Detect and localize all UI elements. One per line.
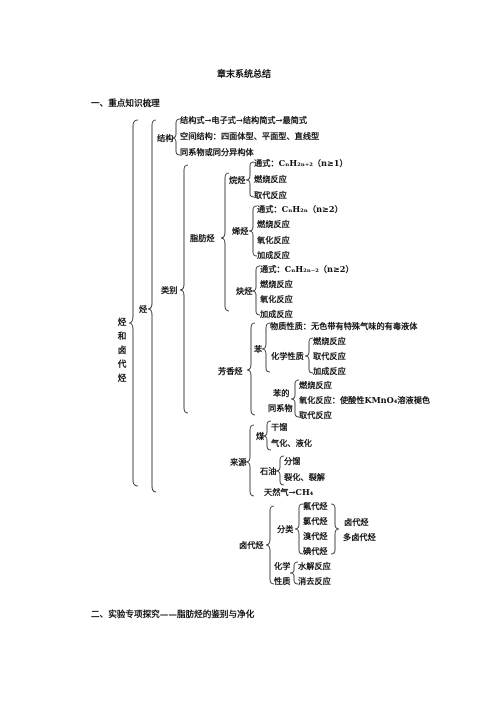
tongxiwu-item: 燃烧反应 (299, 380, 332, 390)
fenlei-right-item: 卤代烃 (344, 517, 369, 527)
section-heading-1: 一、重点知识梳理 (91, 99, 160, 109)
laiyuan-label: 来源 (230, 457, 247, 467)
ludaiting-label: 卤代烃 (239, 540, 264, 550)
shiyou-label: 石油 (260, 466, 277, 476)
xiting-item: 氧化反应 (257, 235, 290, 245)
queting-item: 加成反应 (260, 309, 293, 319)
xiting-formula: 通式：CₙH₂ₙ（n≥2） (257, 204, 343, 214)
jiegou-label: 结构 (157, 133, 174, 143)
ben-chemical-label: 化学性质 (271, 351, 304, 361)
jiegou-item: 结构式→电子式→结构简式→最简式 (180, 115, 308, 125)
wanting-item: 燃烧反应 (254, 174, 287, 184)
fenlei-item: 氯代烃 (303, 516, 328, 526)
shiyou-item: 分馏 (284, 456, 301, 466)
huaxue-item: 消去反应 (298, 576, 331, 586)
wanting-item: 取代反应 (254, 190, 287, 200)
wanting-formula: 通式：CₙH₂ₙ₊₂（n≥1） (254, 158, 348, 168)
ben-chemical-item: 取代反应 (313, 351, 346, 361)
fenlei-item: 溴代烃 (303, 531, 328, 541)
fenlei-right-item: 多卤代烃 (343, 532, 376, 542)
ben-chemical-item: 燃烧反应 (313, 336, 346, 346)
mei-label: 煤 (256, 431, 265, 441)
ben-label: 苯 (254, 344, 263, 354)
root-char: 代 (117, 360, 127, 370)
leibie-label: 类别 (161, 285, 178, 295)
wanting-label: 烷烃 (229, 175, 246, 185)
xiting-item: 燃烧反应 (257, 219, 290, 229)
queting-item: 氧化反应 (260, 294, 293, 304)
jiegou-item: 同系物或同分异构体 (180, 147, 254, 157)
queting-label: 炔烃 (236, 286, 253, 296)
shiyou-item: 裂化、裂解 (284, 472, 325, 482)
huaxue-label: 性质 (274, 576, 291, 586)
huaxue-label: 化学 (274, 561, 291, 571)
ting-label: 烃 (139, 304, 148, 314)
tongxiwu-item: 取代反应 (299, 410, 332, 420)
xiting-label: 烯烃 (232, 226, 249, 236)
fangxiangting-label: 芳香烃 (218, 366, 243, 376)
huaxue-item: 水解反应 (298, 561, 331, 571)
root-char: 和 (117, 332, 127, 342)
tongxiwu-label: 苯的 (273, 388, 290, 398)
section-heading-2: 二、实验专项探究——脂肪烃的鉴别与净化 (91, 610, 255, 620)
queting-item: 燃烧反应 (260, 279, 293, 289)
page-title: 章末系统总结 (217, 70, 272, 80)
root-char: 烃 (117, 318, 127, 328)
fenlei-item: 碘代烃 (303, 546, 328, 556)
tongxiwu-item: 氧化反应：使酸性KMnO₄溶液褪色 (299, 395, 431, 405)
queting-formula: 通式：CₙH₂ₙ₋₂（n≥2） (260, 264, 354, 274)
ben-physical: 物质性质：无色带有特殊气味的有毒液体 (270, 321, 418, 331)
zhifangting-label: 脂肪烃 (190, 233, 215, 243)
root-label: 烃 和 卤 代 烃 (117, 316, 127, 386)
ben-chemical-item: 加成反应 (313, 366, 346, 376)
xiting-item: 加成反应 (257, 250, 290, 260)
jiegou-item: 空间结构：四面体型、平面型、直线型 (180, 131, 320, 141)
tongxiwu-label: 同系物 (268, 403, 293, 413)
fenlei-label: 分类 (277, 524, 294, 534)
fenlei-item: 氟代烃 (303, 501, 328, 511)
root-char: 卤 (117, 346, 127, 356)
root-char: 烃 (117, 374, 127, 384)
trq-item: 天然气→CH₄ (264, 487, 314, 497)
mei-item: 干馏 (271, 422, 288, 432)
mei-item: 气化、液化 (271, 438, 312, 448)
